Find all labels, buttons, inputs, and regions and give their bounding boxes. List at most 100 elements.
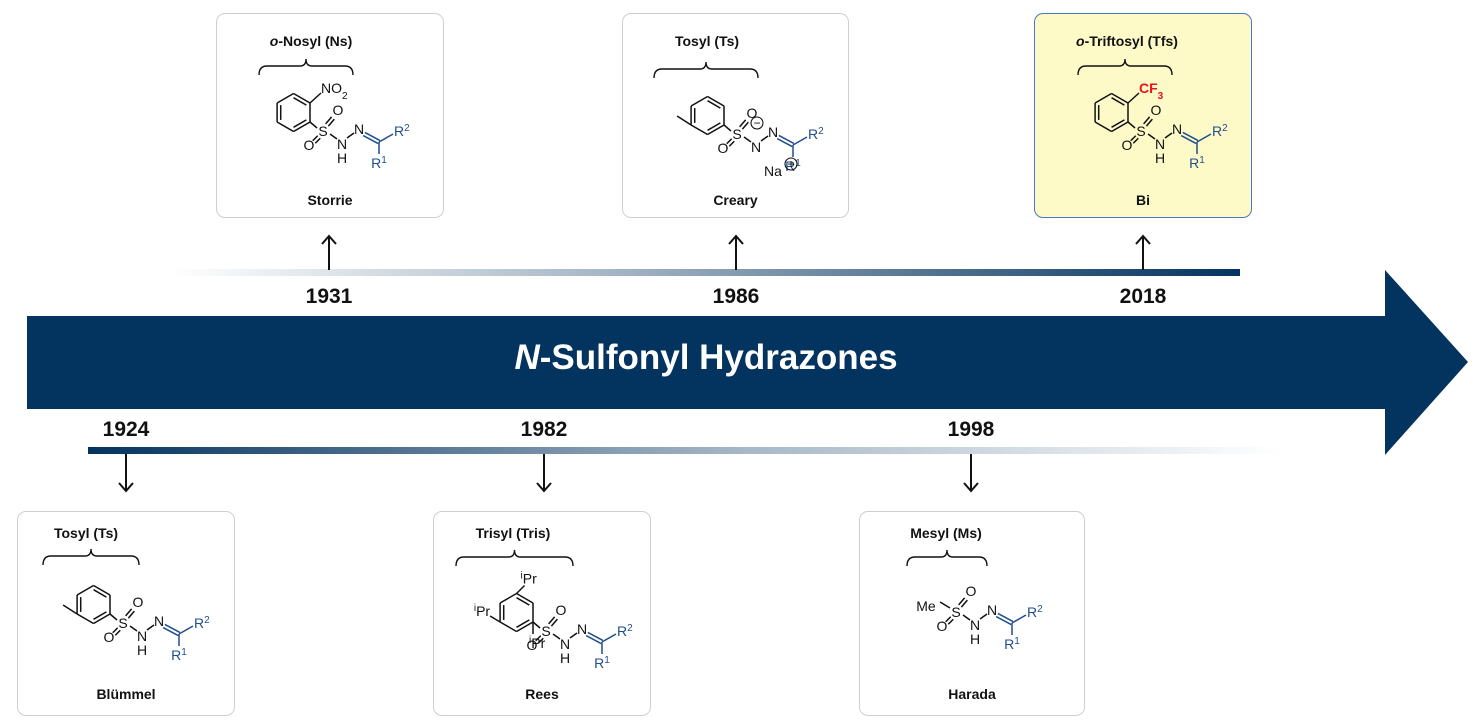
brace-icon [42,548,140,566]
bond [739,119,747,128]
atom-label: N [1155,136,1165,152]
atom-label: N [987,602,997,618]
brace-icon [455,549,574,567]
label-part: i [474,603,476,614]
bond [676,115,692,126]
group-label: o-Nosyl (Ns) [270,33,352,49]
year-1982: 1982 [520,418,568,441]
bond [276,92,294,104]
label-part: S [318,123,327,139]
bond [1111,97,1125,106]
atom-label: O [304,137,315,153]
author-label: Rees [525,686,559,702]
atom-label: S [541,623,550,639]
bond [707,95,725,107]
bond [62,604,78,615]
ipr-label: iPr [529,635,546,652]
atom-label: N [354,121,364,137]
label-part: Na [764,163,782,179]
atom-label: O [747,105,758,121]
label-part: R [1004,636,1014,652]
bond [178,625,194,635]
arrow-up-icon [321,234,337,270]
label-part: O [333,102,344,118]
bond [1132,137,1139,144]
bond [1130,135,1137,142]
label-part: N [354,121,364,137]
group-name: Trisyl (Tris) [475,525,551,541]
group-prefix: o [1076,33,1085,49]
bond [945,616,952,623]
bond [707,124,725,136]
bond [499,592,517,604]
r2-label: R2 [617,623,633,640]
ipr-label: iPr [521,570,538,587]
atom-label: O [333,102,344,118]
atom-label: N [1172,121,1182,137]
label-part: N [137,628,147,644]
group-label: Trisyl (Tris) [476,525,551,541]
bond [314,137,321,144]
label-part: O [556,602,567,618]
atom-label: O [556,602,567,618]
author-label: Storrie [307,192,353,208]
label-part: R [1027,604,1037,620]
atom-label: N [768,124,778,140]
bond [569,632,578,639]
bond [1145,118,1153,127]
brace-icon [258,58,354,76]
timeline-line-top [170,269,1240,276]
bond [690,124,708,136]
bond [585,634,602,645]
label-part: N [1172,121,1182,137]
bond [1127,121,1136,129]
bond [532,621,541,629]
bond [516,584,526,595]
atom-label: Na [764,163,782,179]
bond [276,121,294,133]
bond [792,136,808,146]
bond [707,122,721,131]
label-part: O [747,105,758,121]
bond [535,635,542,642]
bond [995,615,1012,626]
label-part: O [718,140,729,156]
label-part: N [154,613,164,629]
bond [601,633,617,643]
atom-label: N [337,136,347,152]
bond [1180,134,1197,145]
group-label: o-Triftosyl (Tfs) [1076,33,1178,49]
label-part: O [966,583,977,599]
label-part: O [304,137,315,153]
label-part: R [617,623,627,639]
bond [112,627,119,634]
bond [552,633,561,640]
label-part: S [118,615,127,631]
atom-label: O [718,140,729,156]
label-part: N [337,136,347,152]
bond [146,624,155,631]
brace-icon [906,549,988,567]
bond [109,613,118,621]
bond [960,599,968,608]
label-part: S [732,126,741,142]
author-label: Blümmel [96,686,156,702]
atom-label: S [732,126,741,142]
label-part: Pr [523,571,537,587]
r1-label: R1 [1189,155,1205,172]
bond [93,584,111,596]
atom-label: S [1136,123,1145,139]
bond [93,589,107,598]
label-part: O [133,594,144,610]
bond [997,612,1014,623]
atom-label: H [560,650,570,666]
atom-label: S [318,123,327,139]
atom-label: O [1151,102,1162,118]
atom-label: N [154,613,164,629]
label-part: 2 [204,615,210,626]
